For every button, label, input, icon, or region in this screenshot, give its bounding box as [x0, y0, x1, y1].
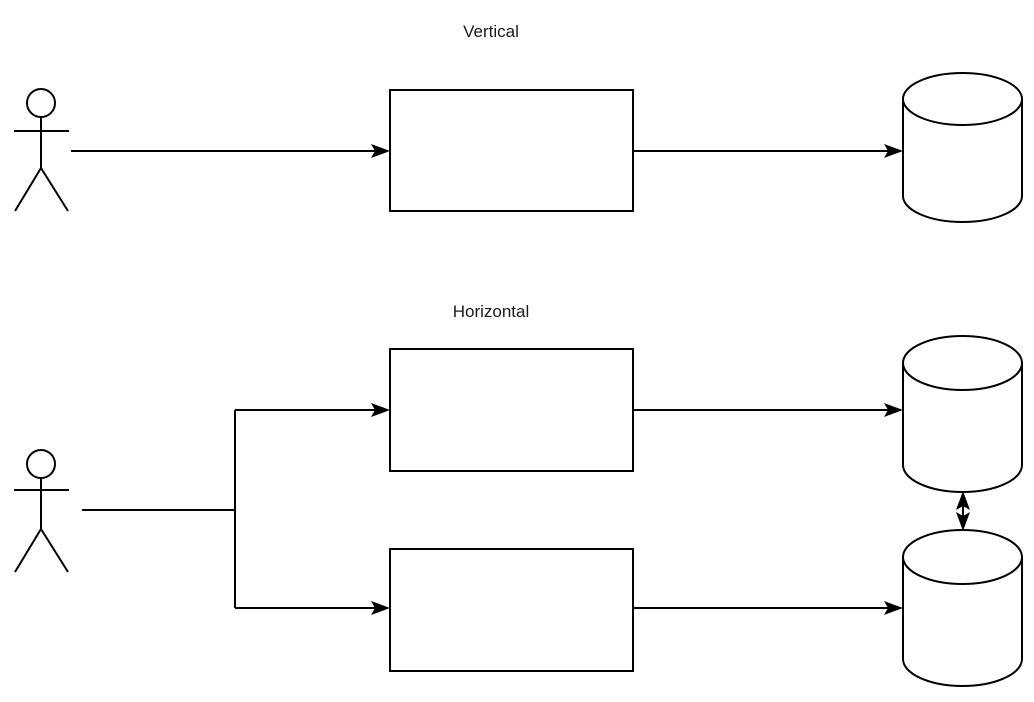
database-cylinder-lower[interactable] [902, 529, 1023, 687]
branch-splitter [82, 410, 236, 608]
database-body-path [902, 556, 1023, 687]
process-box-rect [389, 89, 634, 212]
arrow-head-icon [884, 403, 903, 417]
actor-figure-horizontal[interactable] [14, 449, 69, 573]
process-box-vertical[interactable] [389, 89, 634, 212]
process-box-lower[interactable] [389, 548, 634, 672]
database-top-ellipse [902, 72, 1023, 126]
connector-branch-to-process-lower [235, 601, 390, 615]
arrow-head-up-icon [956, 491, 970, 510]
database-top-ellipse [902, 335, 1023, 391]
database-body-path [902, 362, 1023, 493]
connector-database-replication-link [956, 491, 970, 531]
actor-leg-right-line [40, 528, 69, 573]
process-box-upper[interactable] [389, 348, 634, 472]
actor-leg-right-line [40, 167, 69, 212]
arrow-head-icon [371, 144, 390, 158]
connector-branch-to-process-upper [235, 403, 390, 417]
actor-figure-vertical[interactable] [14, 88, 69, 212]
section-vertical: Vertical [14, 22, 1023, 223]
connector-process-to-database-vertical [633, 144, 903, 158]
section-title-vertical: Vertical [463, 22, 519, 41]
database-top-ellipse [902, 529, 1023, 585]
arrow-head-icon [371, 403, 390, 417]
connector-process-lower-to-database-lower [633, 601, 903, 615]
connector-process-upper-to-database-upper [633, 403, 903, 417]
arrow-head-down-icon [956, 512, 970, 531]
actor-head-icon [26, 88, 56, 118]
database-cylinder-upper[interactable] [902, 335, 1023, 493]
section-title-horizontal: Horizontal [453, 302, 530, 321]
database-cylinder-vertical[interactable] [902, 72, 1023, 223]
arrow-head-icon [371, 601, 390, 615]
actor-leg-left-line [14, 167, 42, 212]
section-horizontal: Horizontal [14, 302, 1023, 687]
process-box-rect [389, 548, 634, 672]
actor-leg-left-line [14, 528, 42, 573]
database-body-path [902, 98, 1023, 223]
arrow-head-icon [884, 144, 903, 158]
arrow-head-icon [884, 601, 903, 615]
connector-actor-to-process-vertical [71, 144, 390, 158]
process-box-rect [389, 348, 634, 472]
actor-head-icon [26, 449, 56, 479]
